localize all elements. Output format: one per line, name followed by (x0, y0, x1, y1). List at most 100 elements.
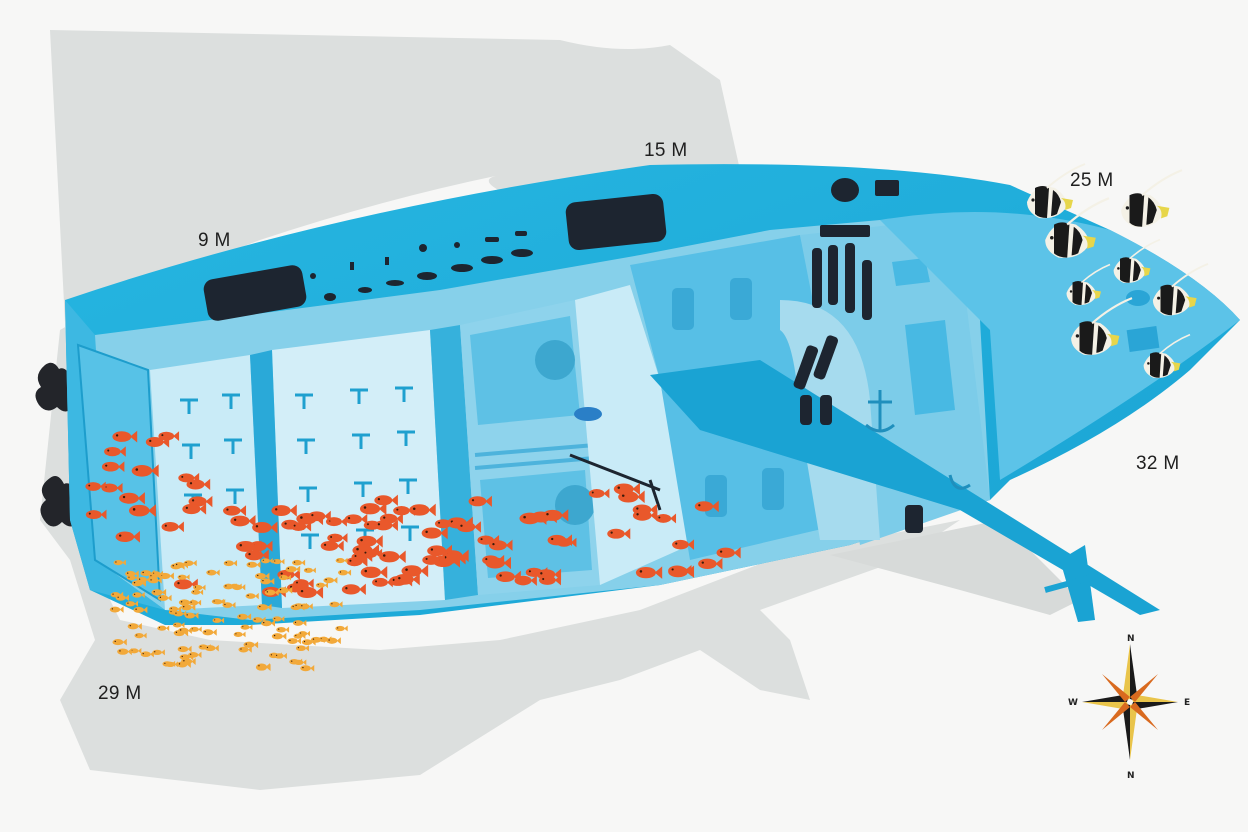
glassfish-icon (468, 495, 492, 507)
bannerfish-icon (1045, 197, 1110, 258)
glassfish-icon (327, 533, 348, 543)
compass-north-label: N (1127, 634, 1135, 644)
glassfish-icon (186, 478, 211, 491)
glassfish-icon (394, 573, 420, 586)
goldfish-icon (245, 592, 259, 600)
glassfish-icon (182, 503, 207, 515)
goldfish-icon (285, 565, 301, 573)
goldfish-icon (233, 631, 246, 638)
goldfish-icon (329, 601, 343, 608)
goldfish-icon (303, 567, 316, 574)
bannerfish-icon (1071, 297, 1133, 356)
goldfish-icon (292, 619, 307, 627)
goldfish-icon (274, 652, 287, 659)
glassfish-school (85, 430, 741, 599)
bannerfish-icon (1121, 169, 1183, 228)
goldfish-icon (113, 559, 126, 566)
goldfish-icon (151, 588, 167, 596)
depth-label-29m: 29 M (98, 683, 142, 704)
goldfish-icon (172, 622, 185, 628)
goldfish-icon (271, 632, 287, 640)
goldfish-icon (338, 569, 352, 576)
glassfish-icon (607, 528, 631, 540)
glassfish-icon (372, 577, 393, 588)
glassfish-icon (244, 549, 269, 561)
goldfish-icon (212, 617, 225, 624)
goldfish-icon (193, 584, 206, 591)
glassfish-icon (401, 564, 429, 578)
goldfish-icon (257, 603, 272, 611)
goldfish-icon (177, 574, 190, 581)
glassfish-icon (613, 482, 640, 496)
goldfish-icon (125, 600, 139, 607)
goldfish-icon (112, 638, 127, 646)
depth-label-32m: 32 M (1136, 453, 1180, 474)
glassfish-icon (374, 494, 398, 506)
cargo-hook-pattern (180, 386, 419, 549)
goldfish-icon (292, 559, 306, 566)
glassfish-icon (308, 510, 331, 522)
goldfish-icon (299, 603, 313, 610)
glassfish-icon (112, 430, 138, 443)
goldfish-icon (177, 645, 192, 653)
goldfish-icon (260, 578, 275, 585)
goldfish-icon (184, 612, 199, 619)
glassfish-icon (539, 574, 561, 586)
glassfish-icon (252, 521, 278, 534)
glassfish-icon (293, 578, 314, 589)
glassfish-icon (131, 464, 159, 478)
goldfish-icon (178, 627, 192, 634)
glassfish-icon (434, 518, 457, 529)
goldfish-icon (125, 570, 139, 577)
glassfish-icon (716, 547, 741, 559)
seabed-shadow (40, 30, 960, 790)
glassfish-icon (351, 552, 373, 562)
goldfish-icon (278, 574, 291, 581)
goldfish-icon (173, 610, 187, 617)
compass-east-label: E (1184, 698, 1190, 708)
glassfish-icon (230, 514, 256, 527)
goldfish-icon (293, 633, 306, 639)
glassfish-icon (360, 565, 388, 579)
glassfish-icon (235, 540, 262, 553)
golden-sweeper-school (109, 557, 352, 672)
glassfish-icon (356, 535, 383, 548)
glassfish-icon (482, 554, 505, 566)
goldfish-icon (237, 613, 252, 621)
anchor-icon (865, 390, 971, 490)
goldfish-icon (256, 663, 271, 670)
depth-label-15m: 15 M (644, 140, 688, 161)
glassfish-icon (341, 583, 366, 596)
goldfish-icon (240, 624, 253, 631)
ship-hull (65, 164, 1240, 625)
goldfish-icon (173, 561, 188, 569)
goldfish-icon (152, 649, 165, 656)
glassfish-icon (421, 526, 448, 540)
glassfish-icon (542, 509, 569, 522)
bannerfish-icon (1027, 163, 1086, 219)
glassfish-icon (488, 539, 513, 551)
goldfish-icon (264, 589, 279, 596)
goldfish-icon (315, 582, 328, 589)
glassfish-icon (128, 504, 156, 518)
goldfish-icon (295, 645, 309, 652)
goldfish-icon (162, 660, 176, 667)
glassfish-icon (101, 461, 125, 473)
goldfish-icon (176, 661, 191, 668)
goldfish-icon (188, 599, 202, 606)
compass-west-label: W (1068, 698, 1078, 708)
glassfish-icon (145, 436, 170, 448)
glassfish-icon (374, 519, 398, 531)
glassfish-icon (104, 446, 126, 457)
glassfish-icon (223, 505, 247, 517)
goldfish-icon (168, 606, 182, 612)
glassfish-icon (635, 566, 663, 579)
depth-label-9m: 9 M (198, 230, 231, 251)
compass-south-label: N (1127, 771, 1135, 781)
goldfish-icon (211, 598, 224, 605)
goldfish-icon (206, 569, 220, 576)
goldfish-icon (223, 583, 237, 590)
glassfish-icon (409, 503, 436, 517)
glassfish-icon (115, 530, 140, 543)
